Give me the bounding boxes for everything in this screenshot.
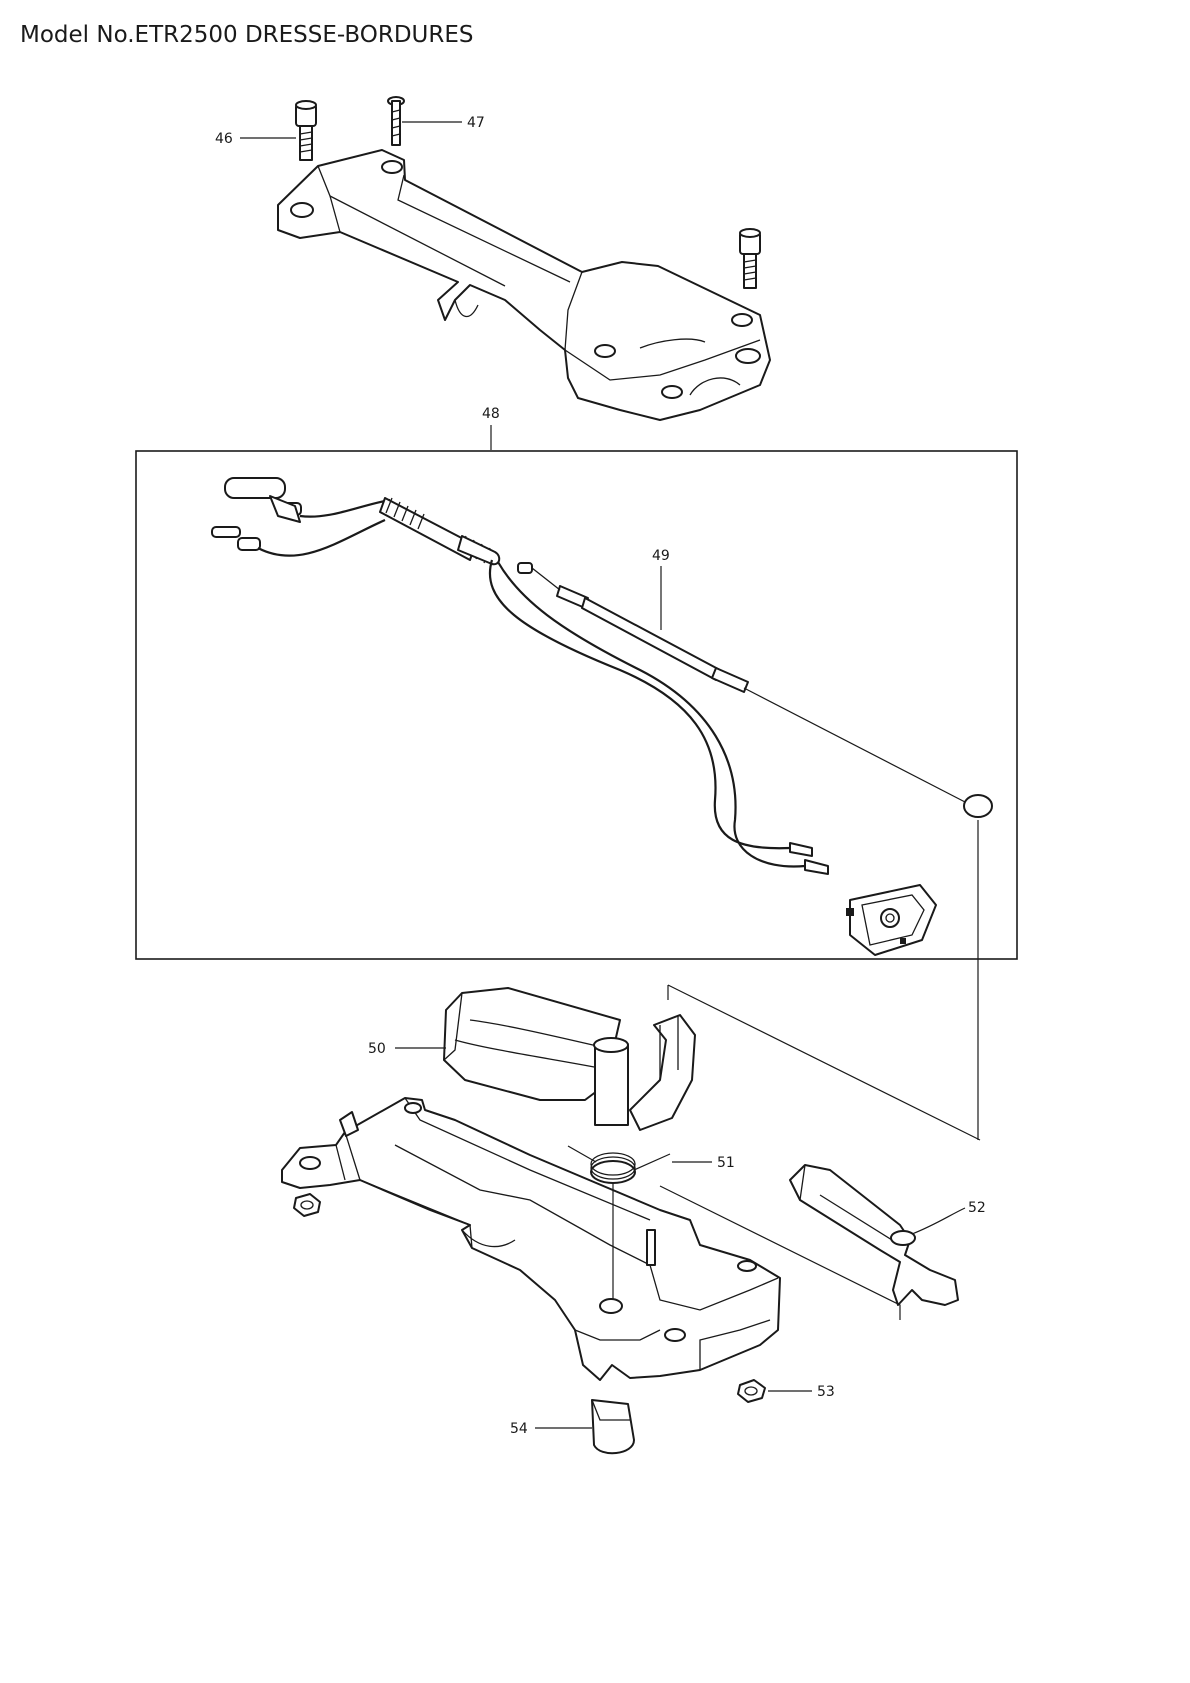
callout-49: 49 — [652, 548, 670, 564]
stop-switch — [846, 884, 937, 956]
callout-53: 53 — [817, 1384, 835, 1400]
page-title: Model No.ETR2500 DRESSE-BORDURES — [20, 22, 474, 48]
hex-nut-53 — [737, 1379, 766, 1403]
hex-nut — [293, 1193, 321, 1217]
throttle-lever-52 — [789, 1164, 959, 1306]
callout-47: 47 — [467, 115, 485, 131]
lock-off-button-54 — [591, 1399, 635, 1455]
socket-head-screw-46 — [295, 100, 317, 161]
trigger-cover-50 — [443, 987, 696, 1131]
socket-head-screw — [739, 228, 761, 289]
upper-handle-cover — [277, 149, 771, 421]
wire-harness-49 — [211, 477, 993, 956]
wire-harness-assembly-box — [135, 450, 1018, 960]
callout-54: 54 — [510, 1421, 528, 1437]
pan-head-screw-47 — [387, 96, 405, 146]
callout-51: 51 — [717, 1155, 735, 1171]
callout-52: 52 — [968, 1200, 986, 1216]
callout-50: 50 — [368, 1041, 386, 1057]
callout-48: 48 — [482, 406, 500, 422]
callout-46: 46 — [215, 131, 233, 147]
lower-handle-housing — [281, 1097, 781, 1381]
